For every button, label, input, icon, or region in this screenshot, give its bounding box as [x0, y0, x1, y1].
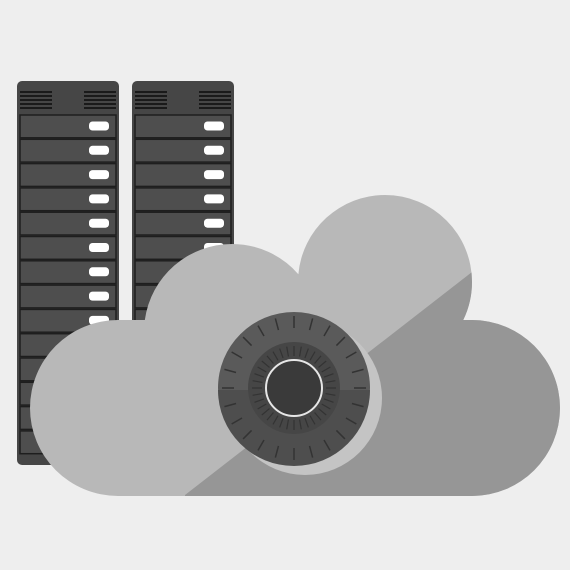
rack-slot [19, 235, 117, 261]
rack-slot [134, 187, 232, 212]
rack-slot [134, 114, 232, 139]
rack-vent [20, 91, 116, 109]
slot-indicator [89, 121, 109, 131]
slot-indicator [204, 145, 224, 155]
slot-indicator [204, 194, 224, 204]
dial-center-knob [265, 359, 323, 417]
rack-vent [135, 91, 231, 109]
slot-indicator [204, 121, 224, 131]
rack-slot [134, 162, 232, 188]
dial-ticks [222, 316, 366, 460]
slot-indicator [204, 170, 224, 180]
rack-slot [134, 138, 232, 163]
rack-slot [19, 260, 117, 285]
slot-indicator [89, 267, 109, 277]
slot-indicator [204, 218, 224, 228]
slot-indicator [89, 170, 109, 180]
rack-slot [19, 187, 117, 212]
combination-lock-icon [218, 312, 382, 475]
rack-slot [19, 138, 117, 163]
rack-slot [19, 114, 117, 139]
rack-slot [134, 211, 232, 236]
slot-indicator [89, 145, 109, 155]
rack-slot [19, 162, 117, 188]
slot-indicator [89, 194, 109, 204]
slot-indicator [89, 291, 109, 301]
dial-inner-ticks [252, 346, 336, 430]
rack-slot [19, 211, 117, 236]
slot-indicator [89, 218, 109, 228]
rack-slot [19, 284, 117, 309]
slot-indicator [89, 243, 109, 252]
